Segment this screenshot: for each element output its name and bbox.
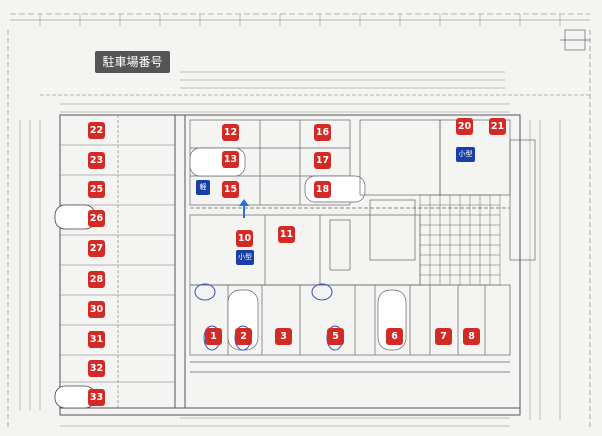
parking-spot-11: 11 — [278, 226, 295, 243]
left-bays — [60, 115, 175, 408]
parking-spot-2: 2 — [235, 328, 252, 345]
parking-spot-27: 27 — [88, 240, 105, 257]
compact-car-tag-a: 小型 — [236, 250, 254, 265]
parking-spot-33: 33 — [88, 389, 105, 406]
parking-spot-15: 15 — [222, 181, 239, 198]
left-cars — [54, 204, 96, 409]
parking-spot-8: 8 — [463, 328, 480, 345]
upper-bays — [189, 119, 366, 206]
dimension-ticks-top — [39, 14, 561, 26]
parking-spot-21: 21 — [489, 118, 506, 135]
parking-spot-7: 7 — [435, 328, 452, 345]
page-title: 駐車場番号 — [95, 51, 170, 73]
parking-spot-3: 3 — [275, 328, 292, 345]
bottom-bays — [189, 284, 511, 373]
parking-spot-31: 31 — [88, 331, 105, 348]
dimension-lines — [19, 71, 561, 427]
arrow-up-icon — [239, 199, 249, 218]
parking-spot-23: 23 — [88, 152, 105, 169]
parking-spot-18: 18 — [314, 181, 331, 198]
parking-spot-10: 10 — [236, 230, 253, 247]
parking-spot-25: 25 — [88, 181, 105, 198]
parking-spot-16: 16 — [314, 124, 331, 141]
parking-spot-1: 1 — [205, 328, 222, 345]
parking-spot-26: 26 — [88, 210, 105, 227]
parking-spot-20: 20 — [456, 118, 473, 135]
stair-block — [419, 194, 501, 286]
parking-spot-30: 30 — [88, 301, 105, 318]
parking-spot-6: 6 — [386, 328, 403, 345]
parking-spot-32: 32 — [88, 360, 105, 377]
parking-spot-28: 28 — [88, 271, 105, 288]
parking-spot-22: 22 — [88, 122, 105, 139]
parking-spot-13: 13 — [222, 151, 239, 168]
site-boundary — [7, 13, 591, 430]
kei-car-tag: 軽 — [196, 180, 210, 195]
right-walls — [509, 29, 590, 261]
compact-car-tag-b: 小型 — [456, 147, 475, 162]
parking-spot-12: 12 — [222, 124, 239, 141]
parking-spot-5: 5 — [327, 328, 344, 345]
parking-spot-17: 17 — [314, 152, 331, 169]
